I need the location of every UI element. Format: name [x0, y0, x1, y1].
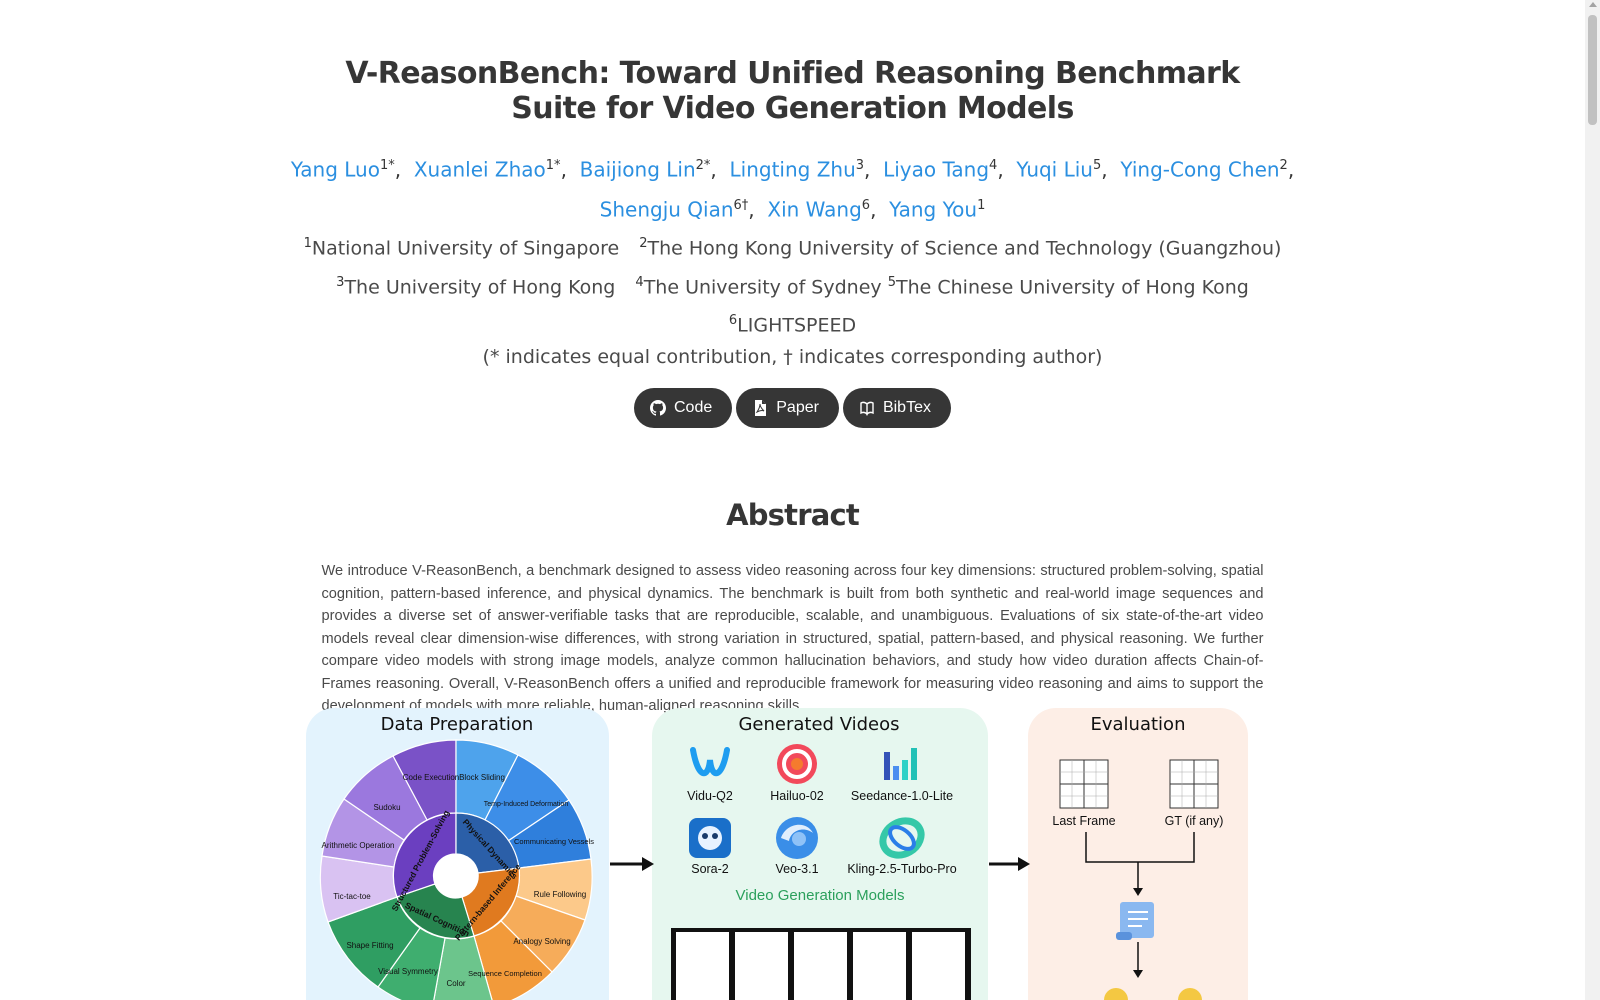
- affiliation-line-2: 3The University of Hong Kong 4The Univer…: [336, 274, 1249, 298]
- label-arithmetic-operation: Arithmetic Operation: [322, 841, 395, 850]
- code-button[interactable]: Code: [634, 388, 733, 429]
- svg-text:Sora-2: Sora-2: [691, 862, 729, 876]
- label-code-execution: Code Execution: [403, 773, 459, 782]
- seedance-logo-icon: [884, 748, 917, 780]
- overview-figure: Data Preparation Generated Videos Evalua…: [306, 708, 1248, 1000]
- label-temp-deformation: Temp-Induced Deformation: [484, 801, 569, 808]
- models-caption: Video Generation Models: [736, 887, 905, 904]
- pdf-file-icon: [755, 400, 767, 417]
- link-buttons: Code Paper BibTex: [0, 388, 1585, 429]
- model-sora: Sora-2: [689, 818, 731, 876]
- affiliation: The Hong Kong University of Science and …: [647, 237, 1282, 260]
- label-block-sliding: Block Sliding: [459, 773, 505, 782]
- author-link[interactable]: Yang Luo: [290, 157, 380, 182]
- affiliation: The University of Sydney: [643, 275, 882, 298]
- generated-videos-title: Generated Videos: [738, 714, 899, 735]
- affiliation-line-1: 1National University of Singapore 2The H…: [303, 236, 1282, 260]
- abstract-heading: Abstract: [726, 498, 860, 533]
- page-content: V-ReasonBench: Toward Unified Reasoning …: [0, 56, 1585, 715]
- author-line-1: Yang Luo1*, Xuanlei Zhao1*, Baijiong Lin…: [290, 157, 1295, 182]
- label-communicating-vessels: Communicating Vessels: [514, 837, 594, 846]
- model-kling: Kling-2.5-Turbo-Pro: [847, 817, 957, 876]
- svg-text:Vidu-Q2: Vidu-Q2: [687, 789, 733, 803]
- label-analogy-solving: Analogy Solving: [513, 937, 570, 946]
- author-link[interactable]: Baijiong Lin: [579, 157, 696, 182]
- scroll-up-arrow-icon[interactable]: [1589, 2, 1597, 7]
- segment-physical-dynamics: [455, 812, 520, 874]
- github-icon: [650, 400, 666, 416]
- author-link[interactable]: Shengju Qian: [599, 197, 734, 222]
- score-indicator-left-icon: [1104, 988, 1128, 1000]
- contribution-note: (* indicates equal contribution, † indic…: [482, 346, 1103, 369]
- vidu-logo-icon: [690, 747, 730, 777]
- affiliations: 1National University of Singapore 2The H…: [0, 227, 1585, 342]
- model-hailuo: Hailuo-02: [770, 744, 824, 803]
- author-link[interactable]: Xuanlei Zhao: [413, 157, 546, 182]
- model-seedance: Seedance-1.0-Lite: [851, 748, 953, 803]
- label-shape-fitting: Shape Fitting: [346, 941, 393, 950]
- scroll-thumb[interactable]: [1588, 15, 1597, 125]
- svg-text:Kling-2.5-Turbo-Pro: Kling-2.5-Turbo-Pro: [847, 862, 956, 876]
- author-list: Yang Luo1*, Xuanlei Zhao1*, Baijiong Lin…: [0, 148, 1585, 227]
- abstract-text: We introduce V-ReasonBench, a benchmark …: [321, 563, 1264, 715]
- model-vidu: Vidu-Q2: [687, 747, 733, 803]
- evaluation-flow-lines: [1085, 832, 1195, 978]
- segment-spatial-cognition: [396, 883, 475, 940]
- scroll-document-icon: [1116, 902, 1154, 940]
- svg-text:Last Frame: Last Frame: [1052, 814, 1115, 828]
- svg-text:Seedance-1.0-Lite: Seedance-1.0-Lite: [851, 789, 953, 803]
- label-sudoku: Sudoku: [373, 803, 400, 812]
- bibtex-button[interactable]: BibTex: [842, 388, 951, 429]
- author-link[interactable]: Liyao Tang: [883, 157, 990, 182]
- author-link[interactable]: Lingting Zhu: [729, 157, 856, 182]
- segment-structured-problem-solving: [392, 812, 457, 898]
- affiliation: The University of Hong Kong: [344, 275, 616, 298]
- last-frame-grid: Last Frame: [1052, 759, 1116, 828]
- score-indicator-right-icon: [1178, 988, 1202, 1000]
- arrow-to-evaluation: [989, 857, 1030, 871]
- label-color: Color: [446, 979, 465, 988]
- task-sunburst: Structured Problem-Solving Physical Dyna…: [319, 739, 594, 1000]
- author-link[interactable]: Yuqi Liu: [1016, 157, 1093, 182]
- segment-pattern-based-inference: [461, 867, 521, 937]
- affiliation-line-3: 6LIGHTSPEED: [728, 312, 857, 337]
- paper-button[interactable]: Paper: [736, 388, 839, 429]
- label-tic-tac-toe: Tic-tac-toe: [333, 892, 371, 901]
- author-link[interactable]: Xin Wang: [767, 197, 862, 222]
- svg-text:Hailuo-02: Hailuo-02: [770, 789, 824, 803]
- affiliation: National University of Singapore: [311, 237, 620, 260]
- svg-text:GT (if any): GT (if any): [1165, 814, 1224, 828]
- kling-logo-icon: [879, 817, 925, 859]
- book-icon: [860, 401, 874, 416]
- author-link[interactable]: Yang You: [889, 197, 978, 222]
- generated-videos-panel: [652, 708, 988, 1000]
- evaluation-title: Evaluation: [1091, 714, 1186, 735]
- label-sequence-completion: Sequence Completion: [468, 969, 542, 978]
- paper-title: V-ReasonBench: Toward Unified Reasoning …: [345, 56, 1240, 126]
- svg-text:Veo-3.1: Veo-3.1: [775, 862, 818, 876]
- author-link[interactable]: Ying-Cong Chen: [1120, 157, 1280, 182]
- author-line-2: Shengju Qian6†, Xin Wang6, Yang You1: [599, 197, 986, 222]
- label-rule-following: Rule Following: [534, 890, 586, 899]
- scrollbar[interactable]: [1585, 0, 1600, 1000]
- ground-truth-grid: GT (if any): [1165, 759, 1224, 828]
- arrow-to-generated: [610, 857, 654, 871]
- label-visual-symmetry: Visual Symmetry: [378, 967, 438, 976]
- generated-frames-strip: [671, 928, 971, 1000]
- model-veo: Veo-3.1: [775, 817, 819, 876]
- affiliation: The Chinese University of Hong Kong: [895, 275, 1249, 298]
- affiliation: LIGHTSPEED: [737, 314, 857, 337]
- data-preparation-title: Data Preparation: [381, 714, 534, 735]
- overview-figure-svg: Data Preparation Generated Videos Evalua…: [306, 708, 1248, 1000]
